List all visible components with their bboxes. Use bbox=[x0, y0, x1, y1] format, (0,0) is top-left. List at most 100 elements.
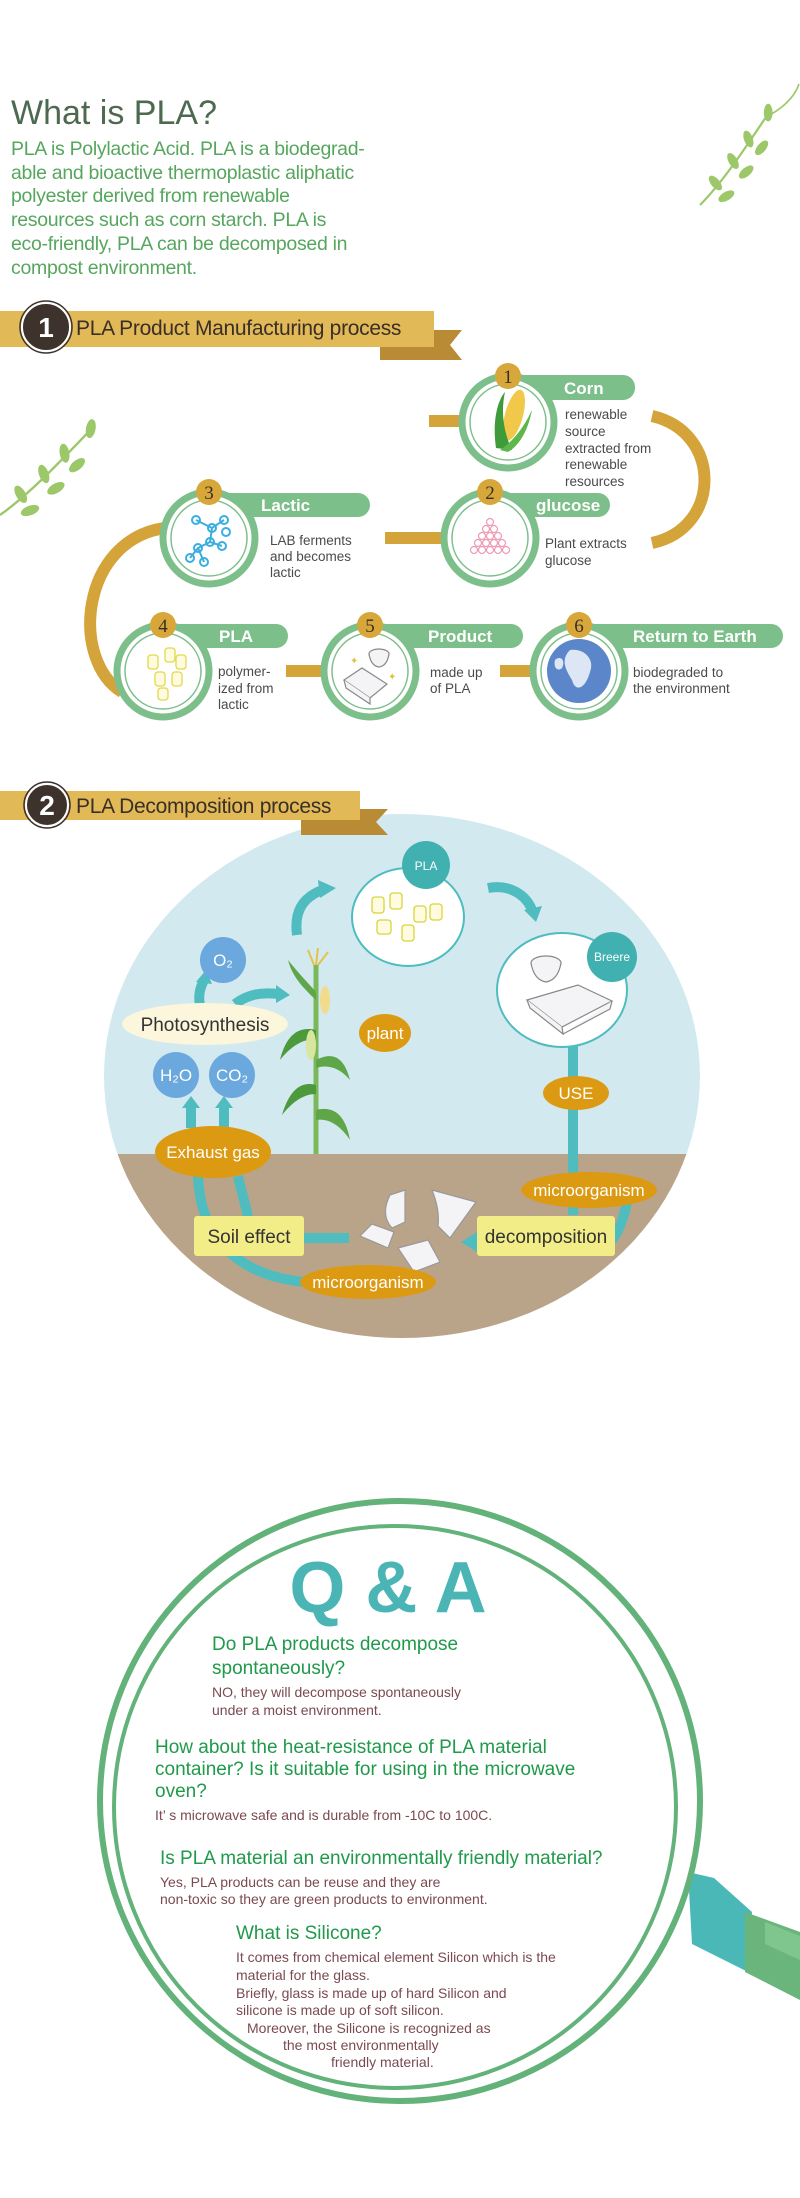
step-desc: lactic bbox=[218, 697, 249, 712]
step-return-to-earth: 6 Return to Earth biodegraded to the env… bbox=[529, 612, 783, 721]
photosynthesis-label: Photosynthesis bbox=[141, 1015, 270, 1036]
question-text: container? Is it suitable for using in t… bbox=[155, 1759, 575, 1780]
exhaust-gas-label: Exhaust gas bbox=[166, 1143, 260, 1162]
step-desc: and becomes bbox=[270, 549, 351, 564]
answer-text: the most environmentally bbox=[283, 2037, 439, 2053]
section1-title: PLA Product Manufacturing process bbox=[76, 317, 401, 340]
step-number: 1 bbox=[503, 367, 513, 388]
answer-text: Yes, PLA products can be reuse and they … bbox=[160, 1874, 441, 1890]
section2-banner: 2 PLA Decomposition process bbox=[0, 781, 388, 835]
magnifier-lens-inner bbox=[112, 1524, 678, 2090]
qa-item: How about the heat-resistance of PLA mat… bbox=[155, 1737, 575, 1823]
step-label: Return to Earth bbox=[633, 627, 757, 646]
qa-section: Q & A Do PLA products decompose spontane… bbox=[97, 1498, 800, 2104]
photosynthesis-bubble: Photosynthesis bbox=[122, 1003, 288, 1045]
intro-line: eco-friendly, PLA can be decomposed in bbox=[11, 233, 347, 255]
brand-badge-label: Breere bbox=[594, 950, 630, 964]
step-desc: made up bbox=[430, 665, 483, 680]
step-desc: source bbox=[565, 424, 606, 439]
step-label: PLA bbox=[219, 627, 253, 646]
plant-label: plant bbox=[367, 1024, 404, 1043]
product-node: Breere bbox=[496, 932, 637, 1048]
soil-effect-box: Soil effect bbox=[194, 1216, 304, 1256]
step-desc: the environment bbox=[633, 681, 730, 696]
intro-line: resources such as corn starch. PLA is bbox=[11, 209, 327, 231]
decomposition-label: decomposition bbox=[485, 1227, 608, 1248]
section1-banner: 1 PLA Product Manufacturing process bbox=[0, 300, 462, 360]
h2o-label: H₂O bbox=[160, 1066, 192, 1085]
glucose-icon bbox=[469, 517, 511, 555]
molecule-icon bbox=[185, 515, 231, 567]
answer-text: Moreover, the Silicone is recognized as bbox=[247, 2020, 491, 2036]
step-desc: ized from bbox=[218, 681, 274, 696]
svg-text:✦: ✦ bbox=[350, 656, 358, 667]
co2-label: CO₂ bbox=[216, 1066, 248, 1085]
step-desc: polymer- bbox=[218, 664, 271, 679]
step-number: 3 bbox=[204, 483, 214, 504]
intro-line: polyester derived from renewable bbox=[11, 185, 290, 207]
pla-pellets-icon bbox=[371, 892, 443, 942]
step-lactic: 3 Lactic LAB ferments and becomes lactic bbox=[159, 479, 370, 588]
step-glucose: 2 glucose Plant extracts glucose bbox=[440, 479, 627, 588]
step-number: 2 bbox=[485, 483, 495, 504]
step-label: glucose bbox=[536, 496, 600, 515]
leaf-decoration-icon bbox=[698, 83, 800, 207]
step-desc: renewable bbox=[565, 457, 627, 472]
answer-text: non-toxic so they are green products to … bbox=[160, 1891, 488, 1907]
pla-pellets-node: PLA bbox=[351, 841, 465, 967]
intro-title: What is PLA? bbox=[11, 94, 217, 132]
step-number: 4 bbox=[158, 616, 168, 637]
use-label: USE bbox=[559, 1084, 594, 1103]
manufacturing-diagram: 1 Corn renewable source extracted from r… bbox=[0, 363, 783, 721]
step-desc: renewable bbox=[565, 407, 627, 422]
step-corn: 1 Corn renewable source extracted from r… bbox=[458, 363, 651, 489]
step-desc: LAB ferments bbox=[270, 533, 352, 548]
step-desc: lactic bbox=[270, 565, 301, 580]
step-label: Product bbox=[428, 627, 493, 646]
step-number: 6 bbox=[574, 616, 584, 637]
globe-icon bbox=[547, 639, 611, 703]
intro-line: PLA is Polylactic Acid. PLA is a biodegr… bbox=[11, 138, 364, 160]
answer-text: Briefly, glass is made up of hard Silico… bbox=[236, 1985, 507, 2001]
microorganism-right-badge: microorganism bbox=[521, 1172, 657, 1208]
magnifier-lens-outer bbox=[97, 1498, 703, 2104]
qa-title: Q & A bbox=[289, 1548, 486, 1628]
microorganism-label: microorganism bbox=[312, 1273, 423, 1292]
answer-text: It’ s microwave safe and is durable from… bbox=[155, 1807, 492, 1823]
plant-badge: plant bbox=[359, 1014, 411, 1052]
step-label: Corn bbox=[564, 379, 604, 398]
exhaust-gas-badge: Exhaust gas bbox=[155, 1126, 271, 1178]
section1-number: 1 bbox=[38, 312, 54, 343]
step-desc: biodegraded to bbox=[633, 665, 723, 680]
h2o-bubble: H₂O bbox=[153, 1052, 199, 1098]
step-product: ✦ ✦ 5 Product made up of PLA bbox=[320, 612, 523, 721]
corn-icon bbox=[494, 389, 532, 452]
question-text: What is Silicone? bbox=[236, 1923, 382, 1944]
intro-line: compost environment. bbox=[11, 257, 197, 279]
qa-item: Is PLA material an environmentally frien… bbox=[160, 1848, 602, 1907]
section2-number: 2 bbox=[39, 790, 55, 821]
question-text: oven? bbox=[155, 1781, 207, 1802]
question-text: Do PLA products decompose bbox=[212, 1634, 458, 1655]
intro-section: What is PLA? PLA is Polylactic Acid. PLA… bbox=[11, 83, 800, 279]
broken-container-fragments-icon bbox=[358, 1189, 477, 1273]
pla-pellets-icon bbox=[147, 647, 187, 701]
intro-line: able and bioactive thermoplastic aliphat… bbox=[11, 162, 354, 184]
step-desc: Plant extracts bbox=[545, 536, 627, 551]
co2-bubble: CO₂ bbox=[209, 1052, 255, 1098]
question-text: How about the heat-resistance of PLA mat… bbox=[155, 1737, 547, 1758]
question-text: spontaneously? bbox=[212, 1658, 345, 1679]
use-badge: USE bbox=[543, 1076, 609, 1110]
answer-text: under a moist environment. bbox=[212, 1702, 382, 1718]
step-desc: glucose bbox=[545, 553, 592, 568]
section2-title: PLA Decomposition process bbox=[76, 795, 331, 818]
step-number: 5 bbox=[365, 616, 375, 637]
microorganism-bottom-badge: microorganism bbox=[300, 1265, 436, 1299]
qa-item: What is Silicone? It comes from chemical… bbox=[236, 1923, 556, 2070]
step-label: Lactic bbox=[261, 496, 310, 515]
step-pla: 4 PLA polymer- ized from lactic bbox=[113, 612, 288, 721]
magnifier-handle-icon bbox=[688, 1872, 800, 2000]
container-icon bbox=[525, 955, 614, 1036]
